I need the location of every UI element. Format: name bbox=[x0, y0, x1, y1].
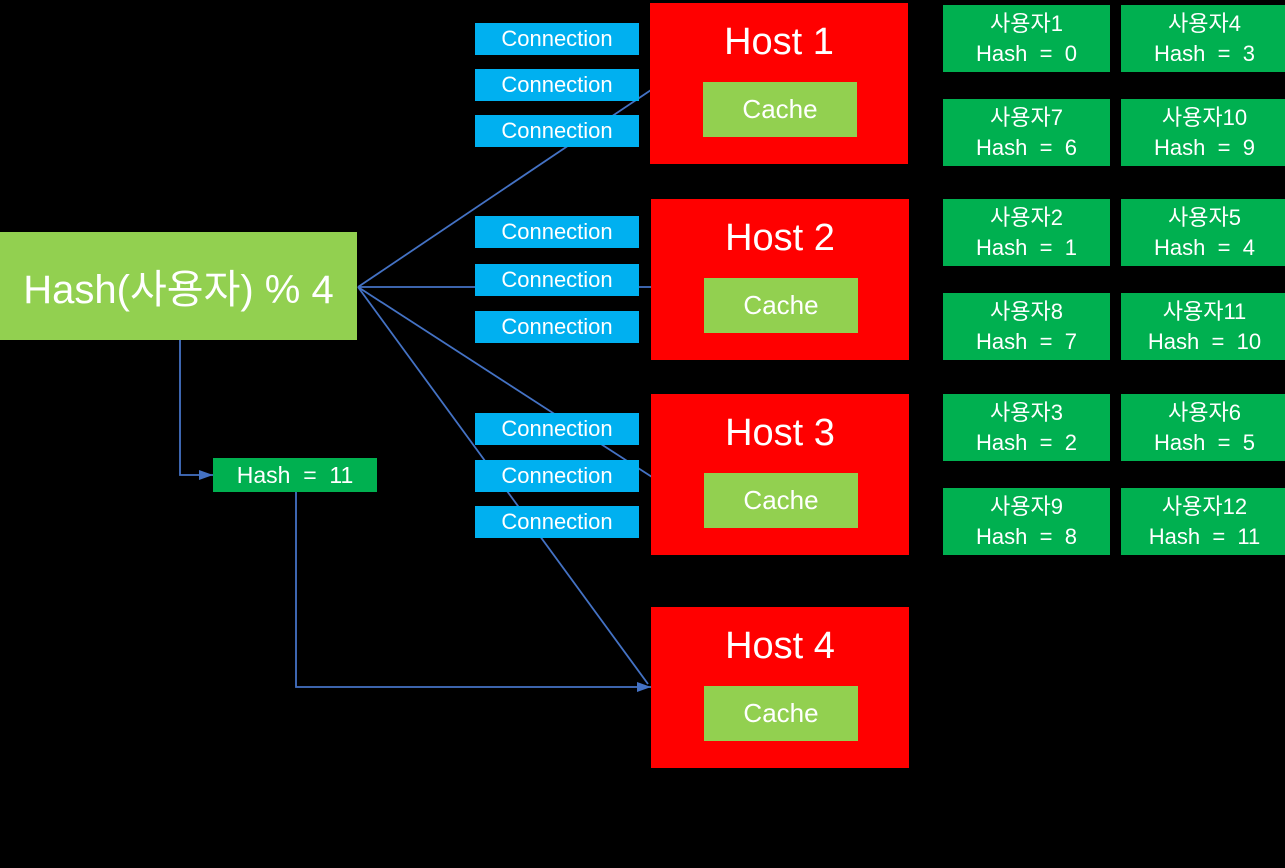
hash-router-box: Hash(사용자) % 4 bbox=[0, 232, 357, 340]
user-box: 사용자11 Hash = 10 bbox=[1121, 293, 1285, 360]
user-box: 사용자6 Hash = 5 bbox=[1121, 394, 1285, 461]
user-name: 사용자4 bbox=[1168, 10, 1241, 36]
connection-label: Connection bbox=[501, 463, 613, 488]
user-box: 사용자9 Hash = 8 bbox=[943, 488, 1110, 555]
connection-label: Connection bbox=[501, 26, 613, 51]
arrow-router-to-hash11 bbox=[179, 340, 213, 480]
user-name: 사용자6 bbox=[1168, 399, 1241, 425]
connection-label: Connection bbox=[501, 267, 613, 292]
line-router-to-host3 bbox=[357, 286, 653, 478]
user-name: 사용자9 bbox=[990, 493, 1063, 519]
host1-box: Host 1 Cache bbox=[650, 3, 908, 164]
user-name: 사용자2 bbox=[990, 204, 1063, 230]
connection-box: Connection bbox=[475, 460, 639, 492]
user-box: 사용자8 Hash = 7 bbox=[943, 293, 1110, 360]
user-name: 사용자1 bbox=[990, 10, 1063, 36]
connection-label: Connection bbox=[501, 314, 613, 339]
user-box: 사용자10 Hash = 9 bbox=[1121, 99, 1285, 166]
user-hash: Hash = 5 bbox=[1154, 429, 1255, 455]
user-hash: Hash = 2 bbox=[976, 429, 1077, 455]
connection-label: Connection bbox=[501, 118, 613, 143]
host1-cache-box: Cache bbox=[703, 82, 857, 137]
user-name: 사용자12 bbox=[1161, 493, 1248, 519]
user-name: 사용자11 bbox=[1162, 298, 1247, 324]
user-box: 사용자12 Hash = 11 bbox=[1121, 488, 1285, 555]
cache-label: Cache bbox=[743, 290, 819, 320]
connection-box: Connection bbox=[475, 69, 639, 101]
host3-cache-box: Cache bbox=[704, 473, 858, 528]
connection-box: Connection bbox=[475, 506, 639, 538]
cache-label: Cache bbox=[743, 485, 819, 515]
hash-router-label: Hash(사용자) % 4 bbox=[23, 268, 334, 312]
user-name: 사용자5 bbox=[1168, 204, 1241, 230]
user-box: 사용자4 Hash = 3 bbox=[1121, 5, 1285, 72]
user-name: 사용자10 bbox=[1161, 104, 1248, 130]
connection-label: Connection bbox=[501, 416, 613, 441]
hash11-label: Hash = 11 bbox=[236, 461, 354, 488]
connection-box: Connection bbox=[475, 413, 639, 445]
connection-box: Connection bbox=[475, 264, 639, 296]
arrow-hash11-to-host4 bbox=[295, 492, 651, 692]
user-hash: Hash = 7 bbox=[976, 328, 1077, 354]
connection-label: Connection bbox=[501, 72, 613, 97]
connection-box: Connection bbox=[475, 311, 639, 343]
user-hash: Hash = 11 bbox=[1148, 523, 1261, 549]
host4-title: Host 4 bbox=[725, 625, 835, 667]
connection-box: Connection bbox=[475, 216, 639, 248]
user-name: 사용자7 bbox=[990, 104, 1063, 130]
user-box: 사용자2 Hash = 1 bbox=[943, 199, 1110, 266]
host3-title: Host 3 bbox=[725, 412, 835, 454]
user-box: 사용자7 Hash = 6 bbox=[943, 99, 1110, 166]
user-hash: Hash = 0 bbox=[976, 40, 1077, 66]
user-box: 사용자5 Hash = 4 bbox=[1121, 199, 1285, 266]
cache-label: Cache bbox=[742, 94, 818, 124]
host4-box: Host 4 Cache bbox=[651, 607, 909, 768]
cache-label: Cache bbox=[743, 698, 819, 728]
user-name: 사용자8 bbox=[990, 298, 1063, 324]
host2-cache-box: Cache bbox=[704, 278, 858, 333]
connection-box: Connection bbox=[475, 23, 639, 55]
connection-label: Connection bbox=[501, 219, 613, 244]
host2-title: Host 2 bbox=[725, 217, 835, 259]
user-hash: Hash = 6 bbox=[976, 134, 1077, 160]
user-hash: Hash = 3 bbox=[1154, 40, 1255, 66]
connection-label: Connection bbox=[501, 509, 613, 534]
user-hash: Hash = 1 bbox=[976, 234, 1077, 260]
user-box: 사용자3 Hash = 2 bbox=[943, 394, 1110, 461]
user-hash: Hash = 4 bbox=[1154, 234, 1255, 260]
host1-title: Host 1 bbox=[724, 21, 834, 63]
hash11-box: Hash = 11 bbox=[213, 458, 377, 492]
user-hash: Hash = 8 bbox=[976, 523, 1077, 549]
user-box: 사용자1 Hash = 0 bbox=[943, 5, 1110, 72]
connection-box: Connection bbox=[475, 115, 639, 147]
host4-cache-box: Cache bbox=[704, 686, 858, 741]
host3-box: Host 3 Cache bbox=[651, 394, 909, 555]
host2-box: Host 2 Cache bbox=[651, 199, 909, 360]
user-name: 사용자3 bbox=[990, 399, 1063, 425]
user-hash: Hash = 9 bbox=[1154, 134, 1255, 160]
user-hash: Hash = 10 bbox=[1147, 328, 1262, 354]
